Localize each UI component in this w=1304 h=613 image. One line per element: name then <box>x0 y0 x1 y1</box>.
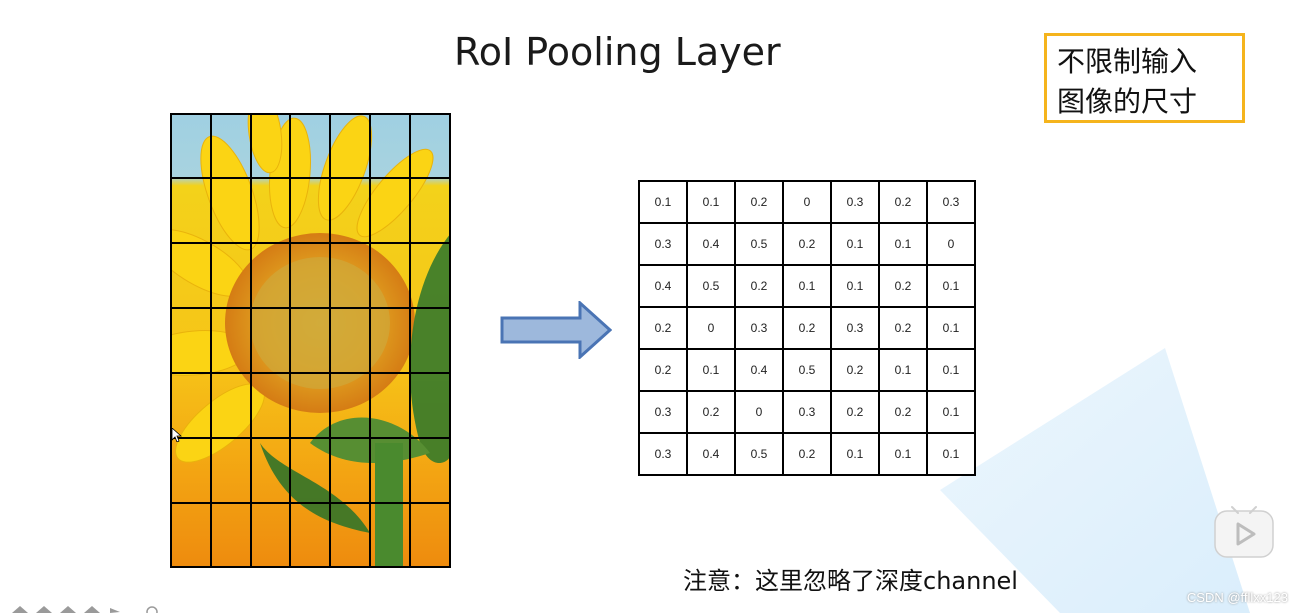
matrix-cell: 0.3 <box>926 180 976 224</box>
matrix-cell: 0.4 <box>734 348 784 392</box>
matrix-cell: 0.2 <box>830 348 880 392</box>
matrix-cell: 0.3 <box>638 390 688 434</box>
matrix-row: 0.4 0.5 0.2 0.1 0.1 0.2 0.1 <box>638 264 976 308</box>
matrix-cell: 0.1 <box>926 348 976 392</box>
matrix-cell: 0.5 <box>686 264 736 308</box>
watermark: CSDN @ffllxx123 <box>1186 590 1288 605</box>
matrix-cell: 0.2 <box>878 180 928 224</box>
matrix-row: 0.1 0.1 0.2 0 0.3 0.2 0.3 <box>638 180 976 224</box>
matrix-cell: 0.1 <box>686 348 736 392</box>
matrix-cell: 0.1 <box>830 264 880 308</box>
matrix-cell: 0.1 <box>878 222 928 266</box>
matrix-cell: 0.2 <box>782 222 832 266</box>
matrix-cell: 0.1 <box>830 432 880 476</box>
matrix-cell: 0.3 <box>734 306 784 350</box>
note-line-2: 图像的尺寸 <box>1057 85 1198 118</box>
pooling-matrix: 0.1 0.1 0.2 0 0.3 0.2 0.3 0.3 0.4 0.5 0.… <box>638 180 976 476</box>
matrix-cell: 0.2 <box>878 306 928 350</box>
matrix-cell: 0.5 <box>734 222 784 266</box>
matrix-cell: 0.1 <box>830 222 880 266</box>
slide-toolbar <box>12 606 158 613</box>
matrix-cell: 0 <box>782 180 832 224</box>
matrix-cell: 0.2 <box>638 306 688 350</box>
matrix-cell: 0.3 <box>830 180 880 224</box>
matrix-cell: 0.1 <box>638 180 688 224</box>
matrix-cell: 0.1 <box>686 180 736 224</box>
matrix-cell: 0.3 <box>638 222 688 266</box>
mouse-cursor-icon <box>172 428 182 442</box>
note-box: 不限制输入 图像的尺寸 <box>1044 33 1245 123</box>
matrix-cell: 0.2 <box>638 348 688 392</box>
next-slide-icon <box>110 608 120 613</box>
matrix-cell: 0.2 <box>686 390 736 434</box>
matrix-cell: 0.4 <box>686 222 736 266</box>
matrix-cell: 0.1 <box>878 432 928 476</box>
matrix-cell: 0.1 <box>926 306 976 350</box>
matrix-row: 0.3 0.2 0 0.3 0.2 0.2 0.1 <box>638 390 976 434</box>
pen-tool-icon <box>36 606 52 613</box>
matrix-cell: 0 <box>926 222 976 266</box>
matrix-cell: 0.4 <box>686 432 736 476</box>
sunflower-image <box>170 113 451 568</box>
right-arrow-icon <box>500 301 612 359</box>
decorative-triangle <box>940 348 1250 613</box>
matrix-cell: 0 <box>734 390 784 434</box>
play-icon[interactable] <box>1214 505 1274 559</box>
zoom-icon <box>84 606 100 613</box>
note-line-1: 不限制输入 <box>1057 45 1198 78</box>
matrix-cell: 0.3 <box>782 390 832 434</box>
matrix-cell: 0.2 <box>782 432 832 476</box>
matrix-cell: 0.2 <box>878 390 928 434</box>
matrix-cell: 0.2 <box>878 264 928 308</box>
options-icon <box>146 606 158 613</box>
matrix-cell: 0.2 <box>734 264 784 308</box>
matrix-cell: 0.4 <box>638 264 688 308</box>
matrix-row: 0.2 0 0.3 0.2 0.3 0.2 0.1 <box>638 306 976 350</box>
matrix-cell: 0.3 <box>638 432 688 476</box>
matrix-row: 0.3 0.4 0.5 0.2 0.1 0.1 0.1 <box>638 432 976 476</box>
matrix-cell: 0 <box>686 306 736 350</box>
matrix-cell: 0.2 <box>734 180 784 224</box>
slide-title: RoI Pooling Layer <box>454 30 781 74</box>
matrix-cell: 0.1 <box>782 264 832 308</box>
sunflower-photo-icon <box>170 113 451 568</box>
matrix-cell: 0.3 <box>830 306 880 350</box>
slides-grid-icon <box>60 606 76 613</box>
matrix-cell: 0.2 <box>830 390 880 434</box>
matrix-cell: 0.1 <box>926 264 976 308</box>
matrix-cell: 0.1 <box>926 432 976 476</box>
prev-slide-icon <box>12 606 28 613</box>
matrix-cell: 0.5 <box>782 348 832 392</box>
matrix-cell: 0.1 <box>878 348 928 392</box>
matrix-cell: 0.5 <box>734 432 784 476</box>
matrix-row: 0.2 0.1 0.4 0.5 0.2 0.1 0.1 <box>638 348 976 392</box>
matrix-cell: 0.1 <box>926 390 976 434</box>
matrix-row: 0.3 0.4 0.5 0.2 0.1 0.1 0 <box>638 222 976 266</box>
matrix-cell: 0.2 <box>782 306 832 350</box>
footer-note: 注意：这里忽略了深度channel <box>683 567 1018 595</box>
